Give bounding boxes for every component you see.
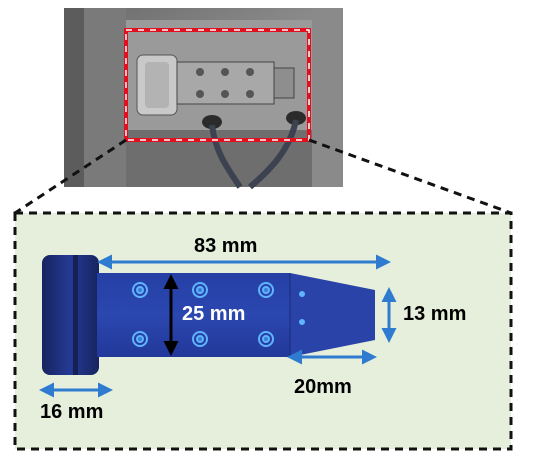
probe-part xyxy=(42,255,375,375)
machine-photo xyxy=(64,8,343,190)
zoom-line-right xyxy=(308,138,512,215)
label-length-total: 83 mm xyxy=(194,235,258,257)
label-body-diameter: 25 mm xyxy=(182,303,246,325)
mounting-holes xyxy=(132,282,274,347)
label-head-length: 16 mm xyxy=(40,401,104,423)
label-tip-diameter: 13 mm xyxy=(403,303,467,325)
label-tip-length: 20mm xyxy=(294,376,352,398)
